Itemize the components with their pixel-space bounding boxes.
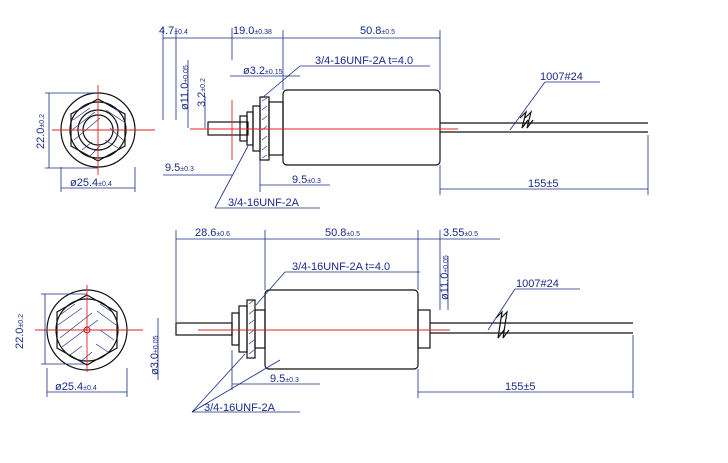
dim-19-0: 19.0±0.38 xyxy=(233,25,272,37)
dim-50-8-bottom: 50.8±0.5 xyxy=(325,227,360,239)
dim-9-5-mid: 9.5±0.3 xyxy=(292,174,321,186)
dim-50-8: 50.8±0.5 xyxy=(360,25,395,37)
top-end-dia-label: 22.0±0.2 xyxy=(35,114,47,149)
dim-dia-3-2: ø3.2±0.15 xyxy=(243,65,283,77)
bottom-end-dims: 22.0±0.2 ø25.4±0.4 xyxy=(14,293,128,397)
thread-label-bottom: 3/4-16UNF-2A xyxy=(204,402,276,414)
dim-dia-11: ø11.0±0.05 xyxy=(179,65,191,110)
wire-length-top: 155±5 xyxy=(528,178,559,190)
wire-length-bottom: 155±5 xyxy=(505,381,536,393)
wire-gauge-label: 1007#24 xyxy=(540,71,583,83)
thread-t-label: 3/4-16UNF-2A t=4.0 xyxy=(315,55,413,67)
dim-4-7: 4.7±0.4 xyxy=(159,25,188,37)
top-side-view xyxy=(190,89,648,166)
thread-label-top: 3/4-16UNF-2A xyxy=(228,197,300,209)
dim-dia-3-0: ø3.0±0.05 xyxy=(149,335,161,375)
dim-dia-11-bottom: ø11.0±0.05 xyxy=(439,255,451,300)
bottom-side-dims: 28.6±0.6 50.8±0.5 3.55±0.5 3/4-16UNF-2A … xyxy=(149,227,634,414)
wire-gauge-label-bottom: 1007#24 xyxy=(516,278,559,290)
top-side-dims: 4.7±0.4 19.0±0.38 50.8±0.5 ø11.0±0.05 3.… xyxy=(159,25,649,209)
dim-3-55: 3.55±0.5 xyxy=(443,227,478,239)
bottom-side-view xyxy=(175,289,633,370)
dim-9-5-left: 9.5±0.3 xyxy=(165,162,194,174)
top-end-od-label: ø25.4±0.4 xyxy=(70,177,112,189)
bottom-end-view xyxy=(35,285,143,372)
bottom-end-od-label: ø25.4±0.4 xyxy=(55,381,97,393)
top-end-view xyxy=(52,85,155,175)
top-end-dims: 22.0±0.2 ø25.4±0.4 xyxy=(35,92,136,192)
dim-3-2: 3.2±0.2 xyxy=(196,78,208,107)
dim-28-6: 28.6±0.6 xyxy=(195,227,230,239)
dim-9-5-bottom: 9.5±0.3 xyxy=(270,373,299,385)
thread-t-label-bottom: 3/4-16UNF-2A t=4.0 xyxy=(292,261,390,273)
bottom-end-dia-label: 22.0±0.2 xyxy=(14,314,26,349)
